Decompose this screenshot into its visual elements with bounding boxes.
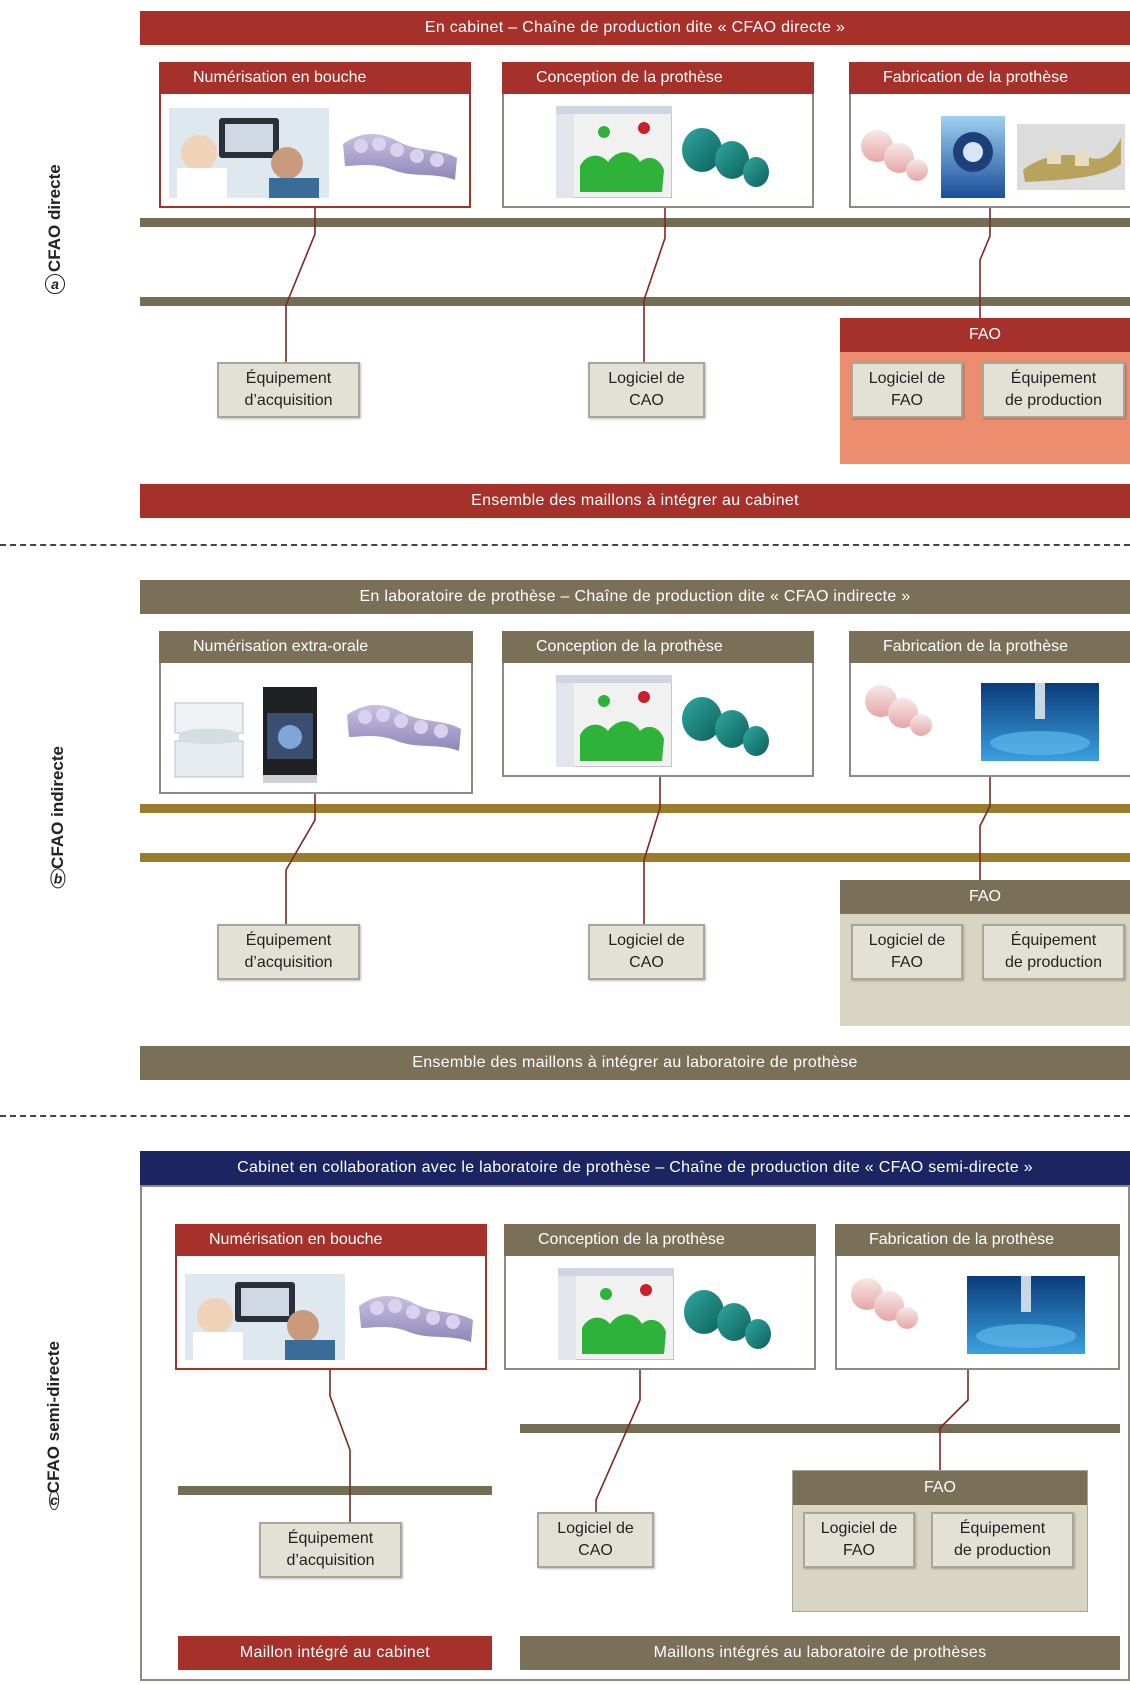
milling-water-photo	[967, 1276, 1085, 1354]
cad-software-screenshot	[556, 106, 672, 198]
intraoral-scan-photo	[169, 108, 329, 198]
section-c-letter: c	[49, 1490, 59, 1511]
section-a-banner: En cabinet – Chaîne de production dite «…	[140, 11, 1130, 45]
section-c-side-text: CFAO semi-directe	[44, 1341, 63, 1494]
section-c-footer-cabinet: Maillon intégré au cabinet	[178, 1636, 492, 1670]
section-c-card-fabrication: Fabrication de la prothèse	[835, 1224, 1120, 1370]
section-a-card-numerisation-title: Numérisation en bouche	[159, 62, 471, 94]
section-a-fao-title: FAO	[840, 318, 1130, 352]
ceramic-crowns-icon	[865, 685, 932, 736]
section-a-card-conception: Conception de la prothèse	[502, 62, 814, 208]
section-b-letter: b	[50, 868, 66, 889]
section-c-footer-laboratoire: Maillons intégrés au laboratoire de prot…	[520, 1636, 1120, 1670]
section-c-frame	[140, 1185, 1130, 1681]
section-b-fao-title: FAO	[840, 880, 1130, 914]
section-b-card-numerisation-title: Numérisation extra-orale	[159, 631, 473, 663]
milling-water-photo	[981, 683, 1099, 761]
section-b-lower-rail	[140, 853, 1130, 862]
plaster-model-icon	[174, 702, 244, 778]
digital-arch-model-icon	[359, 1295, 473, 1342]
section-b-fao-software-box: Logiciel de FAO	[851, 924, 963, 980]
section-b-footer: Ensemble des maillons à intégrer au labo…	[140, 1046, 1130, 1080]
section-a-fao-software-box: Logiciel de FAO	[851, 362, 963, 418]
section-c-card-fabrication-title: Fabrication de la prothèse	[835, 1224, 1120, 1256]
intraoral-scan-photo	[185, 1274, 345, 1360]
milling-tool-photo	[941, 116, 1005, 198]
digital-arch-model-icon	[343, 133, 457, 180]
section-c-acquisition-box: Équipement d’acquisition	[259, 1522, 402, 1578]
cad-crowns-icon	[682, 697, 769, 756]
section-a-letter: a	[45, 274, 65, 294]
section-b-banner: En laboratoire de prothèse – Chaîne de p…	[140, 580, 1130, 614]
section-b-upper-rail	[140, 804, 1130, 813]
milled-bridge-photo	[1017, 124, 1125, 190]
section-b-cao-box: Logiciel de CAO	[588, 924, 705, 980]
section-a-cao-box: Logiciel de CAO	[588, 362, 705, 418]
section-a-card-numerisation: Numérisation en bouche	[159, 62, 471, 208]
section-a-acquisition-box: Équipement d’acquisition	[217, 362, 360, 418]
section-b-side-label: b CFAO indirecte	[47, 746, 69, 889]
section-a-card-conception-title: Conception de la prothèse	[502, 62, 814, 94]
cad-software-screenshot	[558, 1268, 674, 1360]
section-c-cabinet-rail	[178, 1486, 492, 1495]
cad-crowns-icon	[684, 1290, 771, 1349]
section-c-card-conception: Conception de la prothèse	[504, 1224, 816, 1370]
section-a-side-label: a CFAO directe	[44, 164, 66, 294]
section-b-production-equipment-box: Équipement de production	[982, 924, 1125, 980]
cad-software-screenshot	[556, 675, 672, 767]
section-c-card-numerisation: Numérisation en bouche	[175, 1224, 487, 1370]
section-c-banner: Cabinet en collaboration avec le laborat…	[140, 1151, 1130, 1185]
section-b-card-numerisation: Numérisation extra-orale	[159, 631, 473, 794]
section-c-card-conception-title: Conception de la prothèse	[504, 1224, 816, 1256]
section-divider-2	[0, 1115, 1130, 1117]
section-c-side-label: c CFAO semi-directe	[43, 1341, 65, 1511]
section-b-card-conception-title: Conception de la prothèse	[502, 631, 814, 663]
section-a-card-fabrication-title: Fabrication de la prothèse	[849, 62, 1130, 94]
section-b-card-fabrication-title: Fabrication de la prothèse	[849, 631, 1130, 663]
section-a-production-equipment-box: Équipement de production	[982, 362, 1125, 418]
section-c-lab-rail	[520, 1424, 1120, 1433]
section-c-production-equipment-box: Équipement de production	[931, 1512, 1074, 1568]
section-c-cao-box: Logiciel de CAO	[537, 1512, 654, 1568]
digital-arch-model-icon	[347, 704, 461, 751]
section-c-fao-software-box: Logiciel de FAO	[803, 1512, 915, 1568]
cad-crowns-icon	[682, 128, 769, 187]
section-a-lower-rail	[140, 297, 1130, 306]
section-a-card-fabrication: Fabrication de la prothèse	[849, 62, 1130, 208]
section-b-acquisition-box: Équipement d’acquisition	[217, 924, 360, 980]
section-a-upper-rail	[140, 218, 1130, 227]
section-b-card-conception: Conception de la prothèse	[502, 631, 814, 777]
section-a-footer: Ensemble des maillons à intégrer au cabi…	[140, 484, 1130, 518]
section-c-fao-title: FAO	[793, 1471, 1087, 1505]
section-a-side-text: CFAO directe	[45, 164, 64, 272]
section-divider-1	[0, 544, 1130, 546]
ceramic-crowns-icon	[861, 130, 928, 181]
section-b-card-fabrication: Fabrication de la prothèse	[849, 631, 1130, 777]
lab-scanner-icon	[263, 687, 317, 783]
section-b-side-text: CFAO indirecte	[48, 746, 67, 869]
section-c-card-numerisation-title: Numérisation en bouche	[175, 1224, 487, 1256]
ceramic-crowns-icon	[851, 1278, 918, 1329]
